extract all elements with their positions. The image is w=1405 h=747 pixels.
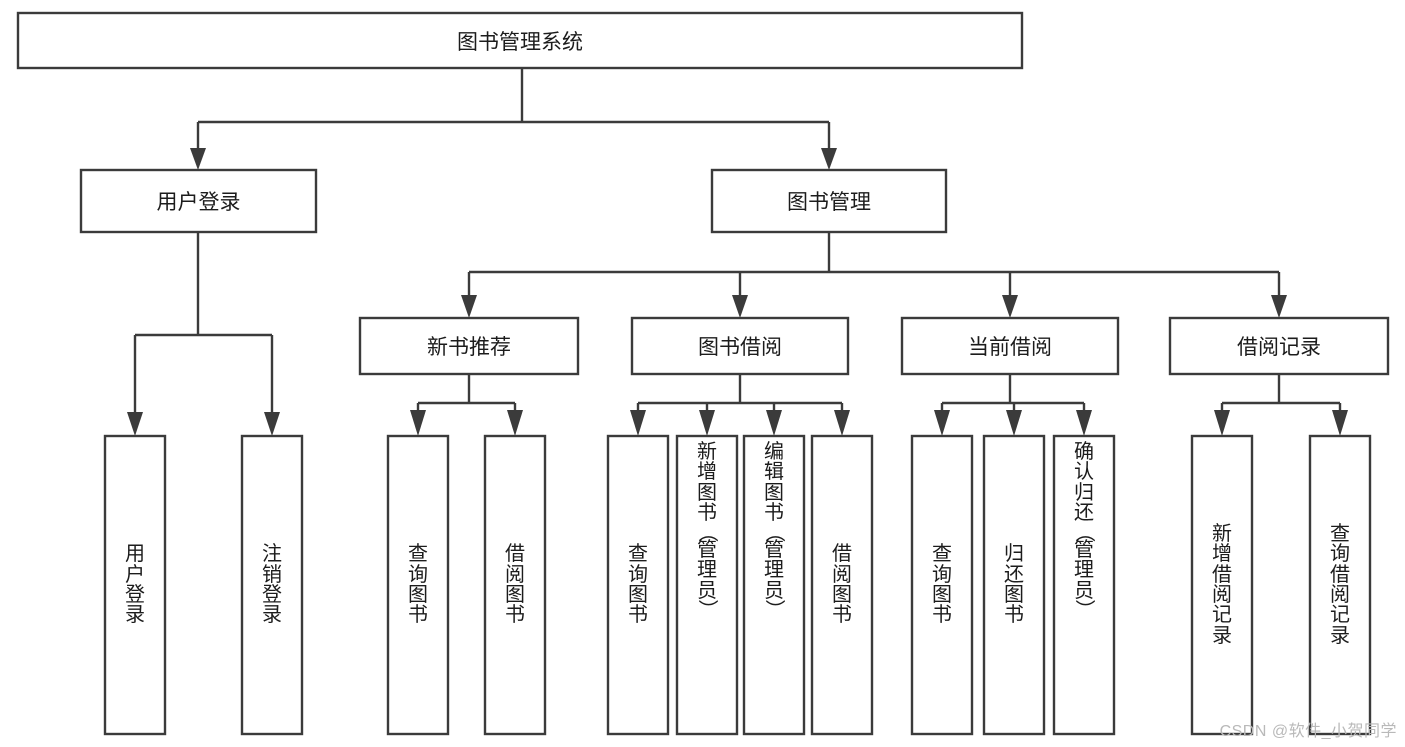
arrow-head-leaf-user-login <box>127 412 143 436</box>
node-box-leaf-edit-book-admin[interactable] <box>742 434 806 736</box>
arrow-head-leaf-query-book-rec <box>410 410 426 436</box>
csdn-watermark: CSDN @软件_小贺同学 <box>1219 723 1397 740</box>
node-box-root[interactable] <box>16 11 1024 70</box>
arrow-head-leaf-add-borrow-record <box>1214 410 1230 436</box>
node-box-new-book-recommend[interactable] <box>358 316 580 376</box>
node-box-leaf-query-borrow-record[interactable] <box>1308 434 1372 736</box>
boxes-layer <box>16 11 1390 736</box>
node-box-leaf-borrow-book-rec[interactable] <box>483 434 547 736</box>
node-box-leaf-confirm-return-admin[interactable] <box>1052 434 1116 736</box>
arrow-head-leaf-logout <box>264 412 280 436</box>
node-box-leaf-borrow-book[interactable] <box>810 434 874 736</box>
arrow-head-book-management <box>821 148 837 170</box>
arrow-head-leaf-edit-book-admin <box>766 410 782 436</box>
node-box-book-management[interactable] <box>710 168 948 234</box>
node-box-leaf-query-book-borrow[interactable] <box>606 434 670 736</box>
node-box-leaf-add-borrow-record[interactable] <box>1190 434 1254 736</box>
node-box-current-borrow[interactable] <box>900 316 1120 376</box>
node-box-borrow-records[interactable] <box>1168 316 1390 376</box>
arrow-head-current-borrow <box>1002 295 1018 318</box>
arrow-head-leaf-query-borrow-record <box>1332 410 1348 436</box>
arrow-head-leaf-confirm-return-admin <box>1076 410 1092 436</box>
node-box-leaf-add-book-admin[interactable] <box>675 434 739 736</box>
node-box-leaf-logout[interactable] <box>240 434 304 736</box>
node-box-leaf-query-book-rec[interactable] <box>386 434 450 736</box>
node-box-book-borrow[interactable] <box>630 316 850 376</box>
arrow-head-book-borrow <box>732 295 748 318</box>
arrow-head-leaf-borrow-book-rec <box>507 410 523 436</box>
node-box-leaf-user-login[interactable] <box>103 434 167 736</box>
arrow-head-leaf-borrow-book <box>834 410 850 436</box>
arrow-head-leaf-add-book-admin <box>699 410 715 436</box>
arrow-head-leaf-query-book-borrow <box>630 410 646 436</box>
connectors-layer <box>127 68 1348 436</box>
node-box-leaf-return-book[interactable] <box>982 434 1046 736</box>
arrow-head-new-book-recommend <box>461 295 477 318</box>
arrow-head-leaf-query-book-current <box>934 410 950 436</box>
arrow-head-leaf-return-book <box>1006 410 1022 436</box>
node-box-user-login[interactable] <box>79 168 318 234</box>
arrow-head-user-login <box>190 148 206 170</box>
arrow-head-borrow-records <box>1271 295 1287 318</box>
node-box-leaf-query-book-current[interactable] <box>910 434 974 736</box>
